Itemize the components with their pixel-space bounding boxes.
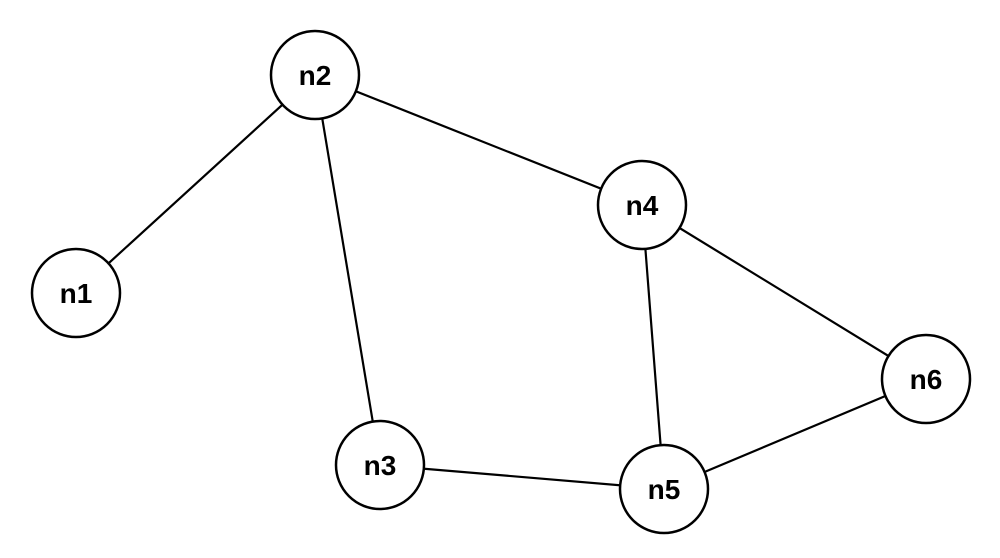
edge-n5-n6[interactable] bbox=[662, 377, 928, 491]
node-n5-label: n5 bbox=[648, 474, 681, 505]
node-n2-circle[interactable] bbox=[269, 29, 361, 121]
node-n1[interactable]: n1 bbox=[30, 247, 122, 339]
node-n4-label: n4 bbox=[626, 190, 659, 221]
edge-n2-n3[interactable] bbox=[313, 73, 382, 467]
node-n6-label: n6 bbox=[910, 364, 943, 395]
node-n1-circle[interactable] bbox=[30, 247, 122, 339]
node-n5[interactable]: n5 bbox=[618, 443, 710, 535]
node-n2-label: n2 bbox=[299, 60, 332, 91]
edge-n1-n2[interactable] bbox=[74, 73, 317, 295]
edge-n2-n4[interactable] bbox=[313, 73, 644, 207]
edge-n4-n5[interactable] bbox=[640, 203, 666, 491]
node-n3-label: n3 bbox=[364, 450, 397, 481]
edge-n4-n6[interactable] bbox=[640, 203, 928, 381]
edge-n3-n5[interactable] bbox=[378, 463, 666, 491]
node-n4-circle[interactable] bbox=[596, 159, 688, 251]
node-n6-circle[interactable] bbox=[880, 333, 972, 425]
node-n6[interactable]: n6 bbox=[880, 333, 972, 425]
node-n1-label: n1 bbox=[60, 278, 93, 309]
node-n5-circle[interactable] bbox=[618, 443, 710, 535]
node-n3[interactable]: n3 bbox=[334, 419, 426, 511]
node-n2[interactable]: n2 bbox=[269, 29, 361, 121]
node-n3-circle[interactable] bbox=[334, 419, 426, 511]
node-n4[interactable]: n4 bbox=[596, 159, 688, 251]
